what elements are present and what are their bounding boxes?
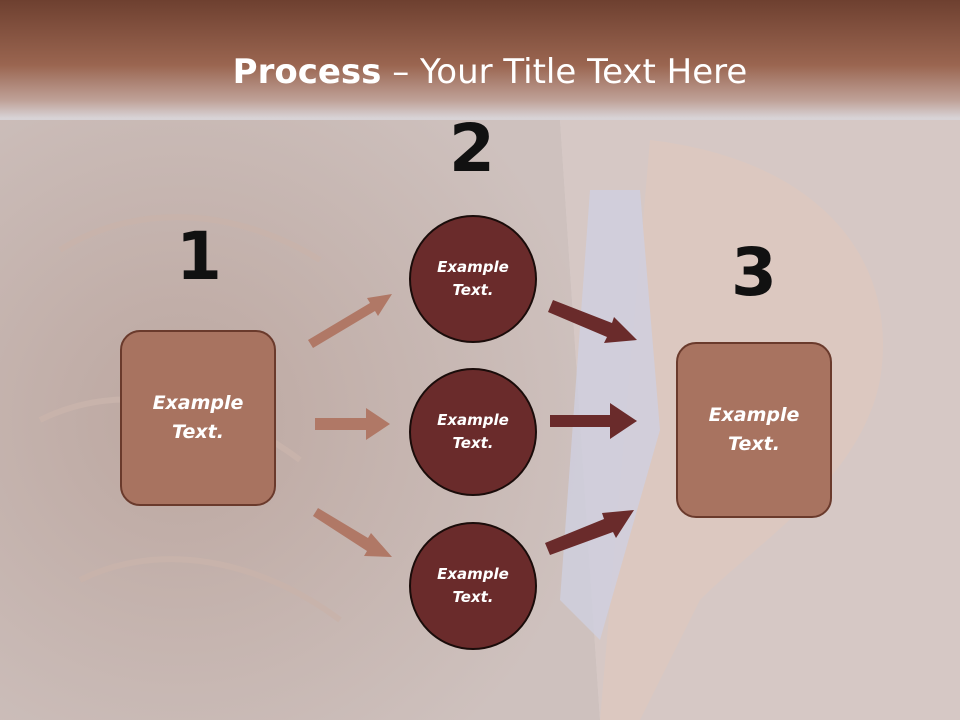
circle-bottom: Example Text. xyxy=(409,522,537,650)
circle-bottom-line2: Text. xyxy=(452,588,494,606)
title-bar xyxy=(0,0,960,118)
slide-title: Process – Your Title Text Here xyxy=(0,52,960,92)
circle-top-line1: Example xyxy=(437,258,509,276)
step-number-1: 1 xyxy=(176,218,222,295)
step-1-line1: Example xyxy=(152,392,244,414)
step-1-text: Example Text. xyxy=(153,389,244,447)
title-bold: Process xyxy=(232,52,382,92)
step-1-box: Example Text. xyxy=(120,330,276,506)
step-1-line2: Text. xyxy=(172,421,224,443)
step-number-2: 2 xyxy=(449,110,495,187)
title-rest: Your Title Text Here xyxy=(420,52,748,92)
circle-top: Example Text. xyxy=(409,215,537,343)
step-number-3: 3 xyxy=(731,234,777,311)
circle-bottom-line1: Example xyxy=(437,565,509,583)
title-separator: – xyxy=(381,52,421,92)
step-3-line1: Example xyxy=(708,404,800,426)
arrow-1-to-top xyxy=(308,294,392,348)
step-3-box: Example Text. xyxy=(676,342,832,518)
arrow-top-to-3 xyxy=(548,300,637,343)
circle-middle-line2: Text. xyxy=(452,434,494,452)
step-3-text: Example Text. xyxy=(709,401,800,459)
arrow-1-to-bottom xyxy=(313,508,392,557)
circle-middle: Example Text. xyxy=(409,368,537,496)
arrow-middle-to-3 xyxy=(550,403,637,439)
circle-middle-line1: Example xyxy=(437,411,509,429)
step-3-line2: Text. xyxy=(728,433,780,455)
circle-top-line2: Text. xyxy=(452,281,494,299)
arrow-1-to-middle xyxy=(315,408,390,440)
arrow-bottom-to-3 xyxy=(545,510,634,555)
